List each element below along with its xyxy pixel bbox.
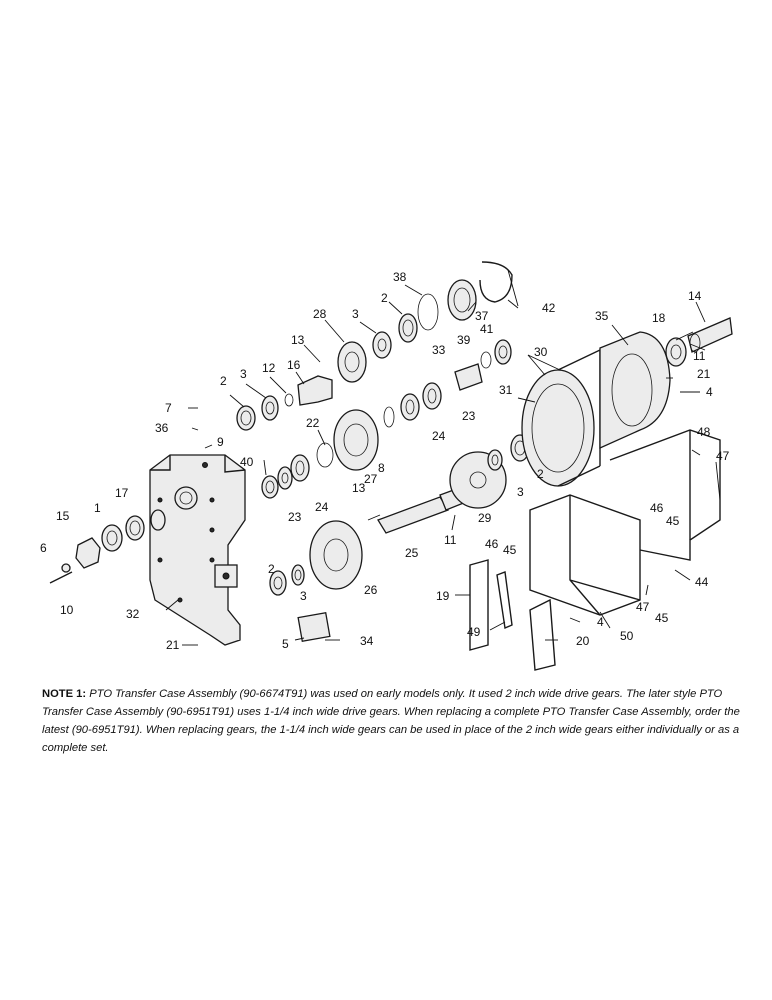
callout-21: 21	[166, 638, 180, 652]
callout-1: 1	[94, 501, 101, 515]
inspection-cover	[297, 611, 331, 643]
callout-45: 45	[503, 543, 517, 557]
callout-31: 31	[499, 383, 513, 397]
callout-27: 27	[364, 472, 378, 486]
callout-3: 3	[300, 589, 307, 603]
callout-38: 38	[393, 270, 407, 284]
callout-7: 7	[165, 401, 172, 415]
callout-23: 23	[288, 510, 302, 524]
lower-shaft-parts	[269, 434, 530, 596]
callout-24: 24	[315, 500, 329, 514]
callout-labels: 1 2 3 4 5 6 7 8 9 10 11 12 13 14 15 16 1…	[40, 270, 730, 652]
callout-39: 39	[457, 333, 471, 347]
callout-3: 3	[352, 307, 359, 321]
callout-42: 42	[542, 301, 556, 315]
callout-29: 29	[478, 511, 492, 525]
callout-47: 47	[716, 449, 730, 463]
callout-45: 45	[666, 514, 680, 528]
note-heading: NOTE 1:	[42, 688, 87, 700]
callout-5: 5	[282, 637, 289, 651]
callout-21: 21	[697, 367, 711, 381]
upper-shaft-parts	[236, 261, 513, 431]
callout-2: 2	[268, 562, 275, 576]
transfer-case-housing	[149, 454, 246, 646]
callout-34: 34	[360, 634, 374, 648]
callout-2: 2	[537, 467, 544, 481]
callout-12: 12	[262, 361, 276, 375]
callout-32: 32	[126, 607, 140, 621]
callout-46: 46	[650, 501, 664, 515]
mounting-brackets	[469, 429, 721, 671]
callout-28: 28	[313, 307, 327, 321]
callout-17: 17	[115, 486, 129, 500]
callout-35: 35	[595, 309, 609, 323]
callout-50: 50	[620, 629, 634, 643]
callout-15: 15	[56, 509, 70, 523]
callout-3: 3	[517, 485, 524, 499]
callout-20: 20	[576, 634, 590, 648]
callout-6: 6	[40, 541, 47, 555]
callout-3: 3	[240, 367, 247, 381]
callout-13: 13	[291, 333, 305, 347]
callout-25: 25	[405, 546, 419, 560]
callout-4: 4	[706, 385, 713, 399]
callout-33: 33	[432, 343, 446, 357]
callout-49: 49	[467, 625, 481, 639]
callout-48: 48	[697, 425, 711, 439]
callout-41: 41	[480, 322, 494, 336]
callout-26: 26	[364, 583, 378, 597]
callout-11: 11	[693, 349, 706, 363]
callout-22: 22	[306, 416, 320, 430]
input-yoke	[49, 509, 166, 584]
callout-30: 30	[534, 345, 548, 359]
callout-16: 16	[287, 358, 301, 372]
callout-11: 11	[444, 533, 457, 547]
callout-40: 40	[240, 455, 254, 469]
callout-46: 46	[485, 537, 499, 551]
callout-2: 2	[220, 374, 227, 388]
note-text: PTO Transfer Case Assembly (90-6674T91) …	[42, 688, 740, 754]
callout-37: 37	[475, 309, 489, 323]
callout-13: 13	[352, 481, 366, 495]
bell-housings	[521, 317, 733, 487]
callout-14: 14	[688, 289, 702, 303]
callout-44: 44	[695, 575, 709, 589]
note-paragraph: NOTE 1: PTO Transfer Case Assembly (90-6…	[42, 685, 742, 757]
callout-9: 9	[217, 435, 224, 449]
callout-18: 18	[652, 311, 666, 325]
callout-2: 2	[381, 291, 388, 305]
callout-10: 10	[60, 603, 74, 617]
callout-45: 45	[655, 611, 669, 625]
leader-lines	[165, 269, 721, 646]
callout-4: 4	[597, 615, 604, 629]
callout-19: 19	[436, 589, 450, 603]
callout-24: 24	[432, 429, 446, 443]
callout-8: 8	[378, 461, 385, 475]
callout-47: 47	[636, 600, 650, 614]
middle-shaft-parts	[261, 339, 512, 499]
callout-36: 36	[155, 421, 169, 435]
callout-23: 23	[462, 409, 476, 423]
